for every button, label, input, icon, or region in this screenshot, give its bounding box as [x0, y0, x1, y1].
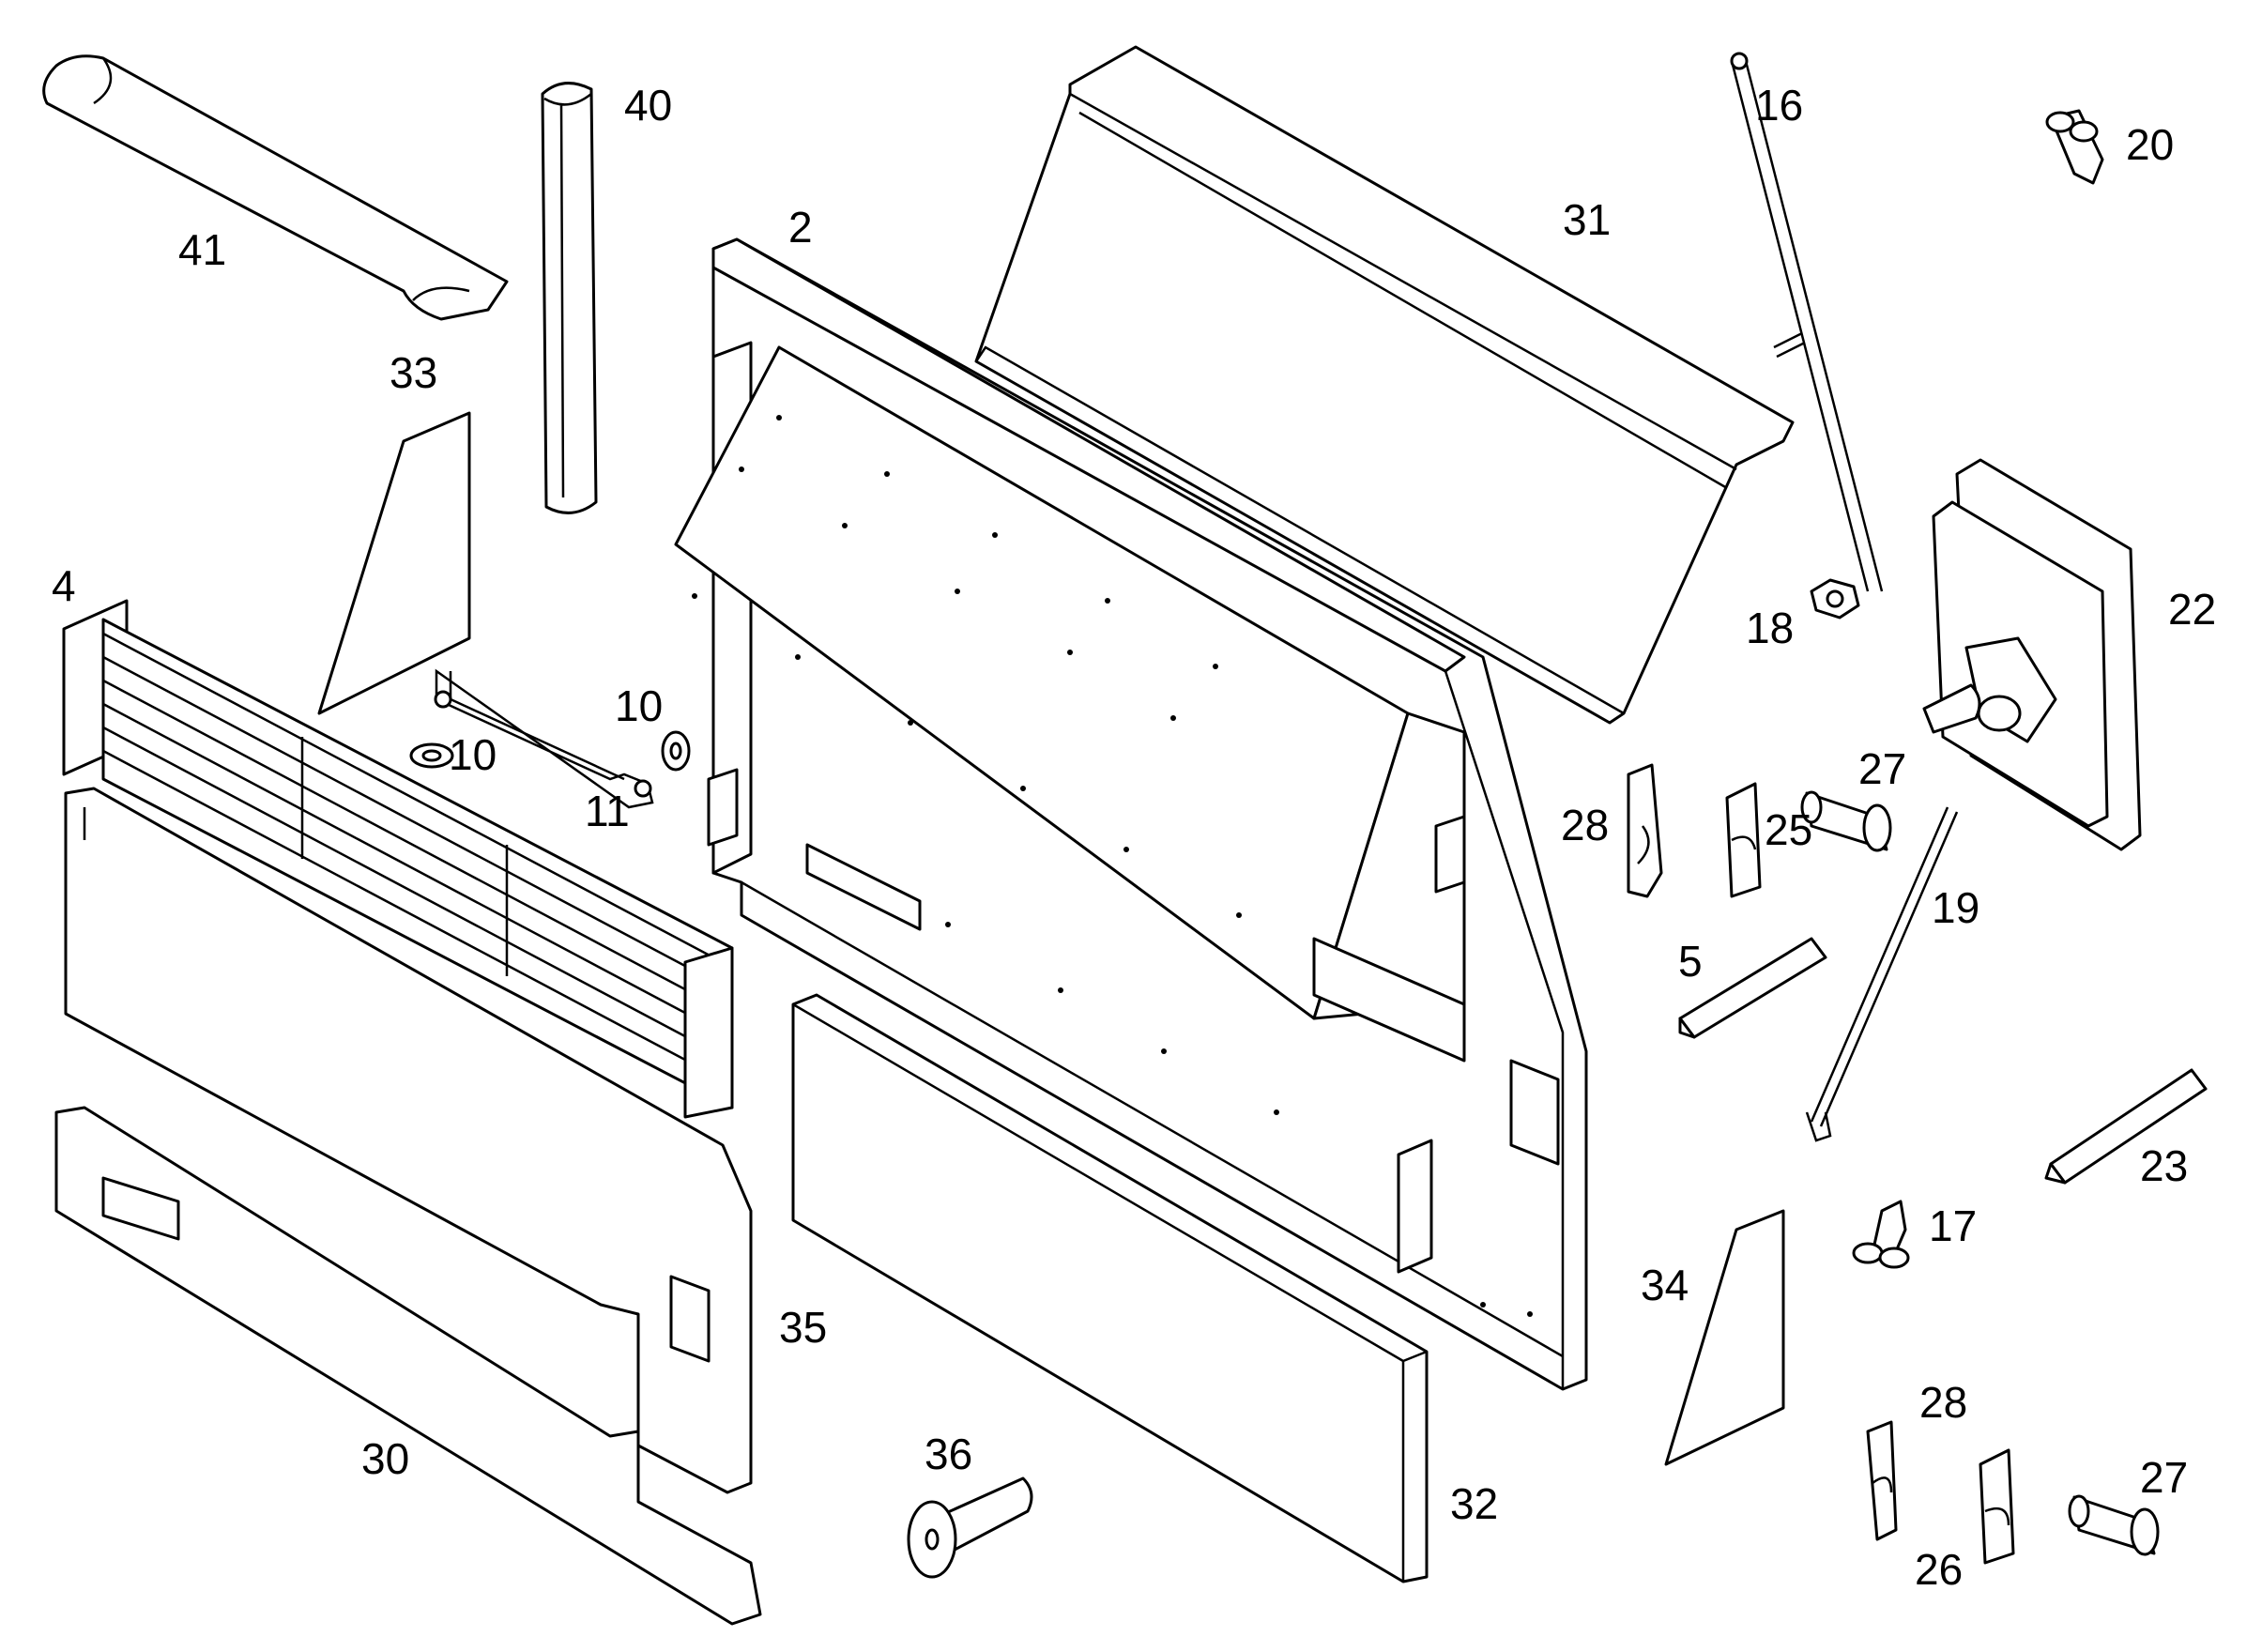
label-17: 17: [1929, 1201, 1977, 1250]
label-10-right: 10: [615, 681, 663, 730]
label-34: 34: [1641, 1261, 1689, 1309]
label-33: 33: [390, 348, 437, 397]
label-26: 26: [1915, 1545, 1963, 1594]
label-20: 20: [2126, 120, 2174, 169]
label-28-upper: 28: [1561, 801, 1609, 849]
label-31: 31: [1563, 195, 1611, 244]
part-36-bolt: [907, 1476, 1033, 1579]
part-28-bracket-lower: [1866, 1420, 1898, 1541]
part-33-triangle-panel: [317, 411, 471, 715]
part-11-linkage: [434, 668, 654, 809]
part-17-clip: [1852, 1200, 1910, 1269]
part-28-bracket-upper: [1627, 763, 1663, 898]
part-4-grille: [62, 599, 734, 1119]
part-16-rod: [1730, 52, 1884, 592]
label-19: 19: [1932, 883, 1979, 932]
label-5: 5: [1678, 937, 1703, 986]
part-34-triangle-panel: [1664, 1209, 1785, 1466]
label-30: 30: [361, 1434, 409, 1483]
label-40: 40: [624, 81, 672, 130]
label-10-left: 10: [449, 730, 497, 779]
label-41: 41: [178, 225, 226, 274]
label-27-lower: 27: [2140, 1453, 2188, 1502]
part-20-clip: [2045, 109, 2104, 185]
part-22-cover-plate: [1922, 458, 2142, 851]
label-23: 23: [2140, 1141, 2188, 1190]
label-16: 16: [1755, 81, 1803, 130]
label-4: 4: [52, 561, 76, 610]
label-32: 32: [1450, 1479, 1498, 1528]
label-22: 22: [2168, 585, 2216, 634]
part-19-rod: [1805, 806, 1959, 1142]
part-27-bolt-upper: [1800, 790, 1892, 852]
part-25-bracket: [1725, 782, 1762, 898]
part-5-pin: [1678, 937, 1827, 1039]
part-10-washer-right: [661, 730, 691, 772]
part-41-rounded-strip: [42, 54, 509, 321]
part-2-cabinet-frame: [674, 237, 1588, 1391]
part-31-top-cover: [974, 45, 1795, 725]
label-35: 35: [779, 1303, 827, 1352]
part-40-vertical-seal: [541, 82, 598, 514]
part-10-washer-left: [409, 742, 454, 769]
part-23-pin: [2044, 1068, 2208, 1185]
part-35-front-panel: [64, 787, 753, 1494]
label-27-upper: 27: [1858, 744, 1906, 793]
part-27-bolt-lower: [2068, 1494, 2160, 1556]
part-26-bracket: [1979, 1448, 2015, 1565]
label-25: 25: [1765, 805, 1812, 854]
label-2: 2: [788, 203, 813, 252]
label-18: 18: [1746, 604, 1794, 652]
label-28-lower: 28: [1919, 1378, 1967, 1427]
label-36: 36: [925, 1430, 972, 1478]
part-18-nut: [1810, 578, 1860, 620]
part-32-flat-panel: [791, 993, 1429, 1583]
part-30-bottom-profile: [54, 1106, 762, 1626]
label-11: 11: [585, 787, 630, 835]
